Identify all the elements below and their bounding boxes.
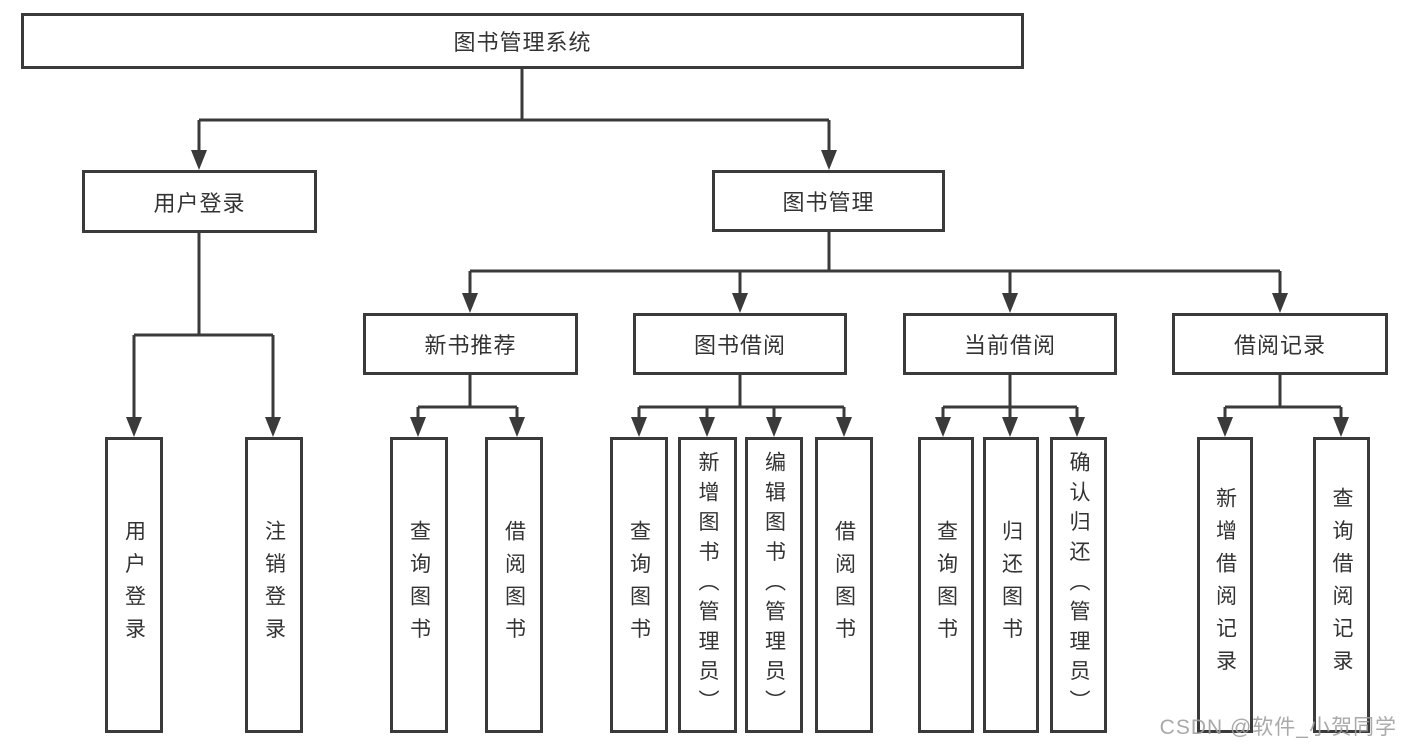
leaf-confirm-return-admin: 确认归还（管理员） [1050, 437, 1107, 733]
leaf-borrow-books-label: 借阅图书 [832, 519, 856, 651]
leaf-query-books-current: 查询图书 [918, 437, 974, 733]
node-current-borrow: 当前借阅 [903, 313, 1117, 375]
node-borrow-records: 借阅记录 [1172, 313, 1388, 375]
node-book-management: 图书管理 [712, 170, 945, 232]
leaf-query-books-recommend: 查询图书 [390, 437, 448, 733]
csdn-watermark: CSDN @软件_小贺同学 [1159, 716, 1397, 739]
node-user-login: 用户登录 [82, 170, 317, 233]
leaf-query-borrow-record: 查询借阅记录 [1313, 437, 1370, 733]
leaf-return-books-label: 归还图书 [999, 519, 1023, 651]
leaf-user-login: 用户登录 [105, 437, 163, 733]
leaf-edit-books-admin-label: 编辑图书（管理员） [762, 450, 786, 720]
leaf-borrow-books-recommend-label: 借阅图书 [502, 519, 526, 651]
node-new-book-recommend: 新书推荐 [363, 313, 578, 375]
leaf-borrow-books: 借阅图书 [815, 437, 873, 733]
leaf-confirm-return-admin-label: 确认归还（管理员） [1067, 450, 1090, 720]
leaf-logout: 注销登录 [245, 437, 303, 733]
leaf-logout-label: 注销登录 [262, 519, 286, 651]
node-root-system: 图书管理系统 [21, 13, 1024, 69]
leaf-return-books: 归还图书 [983, 437, 1039, 733]
leaf-add-borrow-record-label: 新增借阅记录 [1213, 487, 1237, 683]
leaf-query-books-borrow-label: 查询图书 [627, 519, 651, 651]
leaf-edit-books-admin: 编辑图书（管理员） [745, 437, 803, 733]
node-book-borrow: 图书借阅 [633, 313, 847, 375]
leaf-borrow-books-recommend: 借阅图书 [485, 437, 543, 733]
leaf-query-books-recommend-label: 查询图书 [407, 519, 431, 651]
leaf-add-books-admin-label: 新增图书（管理员） [696, 450, 719, 720]
leaf-query-books-current-label: 查询图书 [934, 519, 958, 651]
leaf-query-books-borrow: 查询图书 [610, 437, 668, 733]
leaf-add-books-admin: 新增图书（管理员） [678, 437, 737, 733]
leaf-user-login-label: 用户登录 [122, 519, 146, 651]
leaf-query-borrow-record-label: 查询借阅记录 [1330, 487, 1353, 683]
leaf-add-borrow-record: 新增借阅记录 [1197, 437, 1253, 733]
